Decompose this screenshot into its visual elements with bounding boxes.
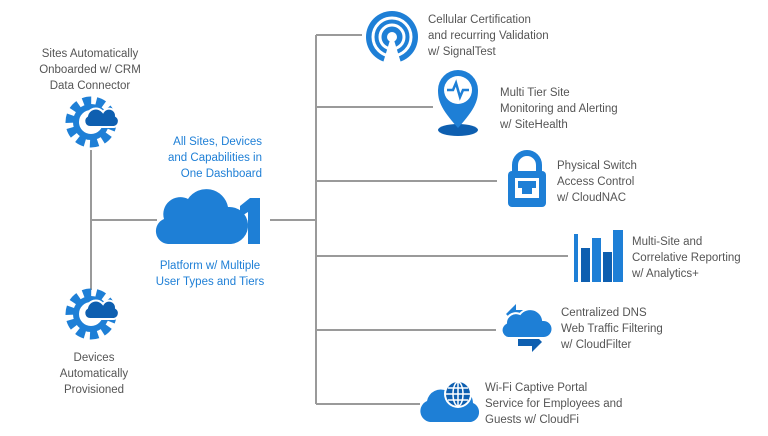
platform-label: Platform w/ Multiple User Types and Tier… xyxy=(155,260,265,288)
cloudfilter-label: Centralized DNS Web Traffic Filtering w/… xyxy=(561,307,663,351)
sitehealth-label: Multi Tier Site Monitoring and Alerting … xyxy=(500,87,618,131)
cloud-gear-icon xyxy=(65,96,120,148)
bar-chart-icon xyxy=(574,230,623,282)
dashboard-label: All Sites, Devices and Capabilities in O… xyxy=(168,136,262,180)
signaltest-label: Cellular Certification and recurring Val… xyxy=(428,14,549,58)
provisioning-label: Devices Automatically Provisioned xyxy=(59,352,129,396)
cloud-gear-icon xyxy=(65,288,120,340)
cloudnac-label: Physical Switch Access Control w/ CloudN… xyxy=(557,160,637,204)
cloud-globe-icon xyxy=(420,380,480,422)
lock-ethernet-icon xyxy=(508,150,546,207)
signal-tower-icon xyxy=(366,11,418,63)
onboarding-label: Sites Automatically Onboarded w/ CRM Dat… xyxy=(39,48,141,92)
cloud-one-logo xyxy=(155,189,260,244)
cloud-filter-icon xyxy=(500,304,554,352)
location-pin-heartbeat-icon xyxy=(438,70,478,136)
analytics-label: Multi-Site and Correlative Reporting w/ … xyxy=(632,236,741,280)
cloudfi-label: Wi-Fi Captive Portal Service for Employe… xyxy=(485,382,623,426)
